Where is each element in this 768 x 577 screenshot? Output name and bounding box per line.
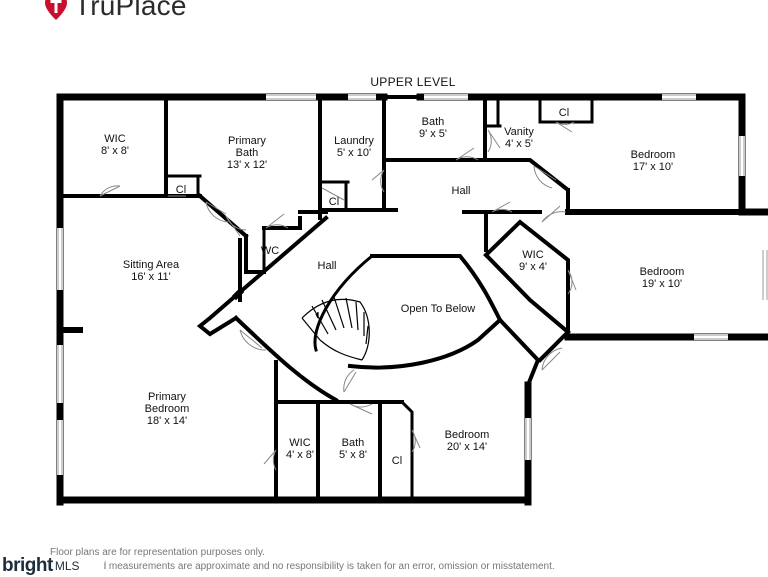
- door-hall-lower: [343, 369, 357, 393]
- window-top-2: [348, 94, 376, 100]
- door-bath1: [455, 147, 479, 161]
- room-label-cl-2: Cl: [329, 196, 339, 208]
- window-top-4: [662, 94, 696, 100]
- window-left-1: [57, 228, 63, 290]
- door-cl2: [321, 187, 345, 201]
- window-bedroom3: [525, 418, 531, 460]
- door-bedroom2: [541, 205, 567, 223]
- room-label-cl-4: Cl: [392, 455, 402, 467]
- door-wc: [265, 213, 289, 229]
- disclaimer: Floor plans are for representation purpo…: [50, 546, 555, 574]
- window-top-1: [266, 94, 316, 100]
- window-bottom-right: [694, 334, 728, 340]
- door-wic3: [263, 449, 277, 471]
- room-label-wc: WC: [261, 245, 279, 257]
- door-wic1: [99, 185, 121, 197]
- door-bath-diag-2: [225, 215, 247, 237]
- truplace-logo: TruPlace: [44, 0, 187, 22]
- door-cl3: [555, 121, 575, 133]
- truplace-logo-text: TruPlace: [74, 0, 187, 21]
- door-bath2: [349, 403, 373, 415]
- mls-logo-text: MLS: [54, 559, 80, 573]
- window-right-1: [739, 136, 745, 176]
- staircase: [301, 296, 370, 361]
- door-hall-right: [491, 201, 513, 213]
- door-vanity: [487, 129, 501, 153]
- door-cl4: [411, 429, 421, 453]
- room-label-hall-1: Hall: [452, 185, 471, 197]
- door-bath-diag: [205, 201, 229, 223]
- door-wic2: [567, 269, 577, 295]
- disclaimer-line-1: Floor plans are for representation purpo…: [50, 547, 265, 558]
- door-primary-bed: [239, 329, 267, 351]
- room-label-cl-3: Cl: [559, 107, 569, 119]
- disclaimer-line-2: All room and measurements are approximat…: [50, 561, 555, 572]
- room-label-hall-2: Hall: [318, 260, 337, 272]
- door-bedroom1: [533, 165, 557, 189]
- plan-title: UPPER LEVEL: [370, 75, 455, 89]
- door-bedroom3: [541, 347, 563, 371]
- room-label-open-to-below: Open To Below: [401, 303, 475, 315]
- bright-mls-badge: bright MLS: [0, 555, 104, 576]
- door-laundry: [371, 169, 385, 193]
- window-left-3: [57, 420, 63, 475]
- room-label-cl-1: Cl: [176, 184, 186, 196]
- truplace-pin-icon: [45, 0, 67, 20]
- window-right-2: [762, 250, 768, 300]
- window-top-3: [424, 94, 468, 100]
- window-left-2: [57, 345, 63, 403]
- bright-logo-text: bright: [2, 555, 53, 576]
